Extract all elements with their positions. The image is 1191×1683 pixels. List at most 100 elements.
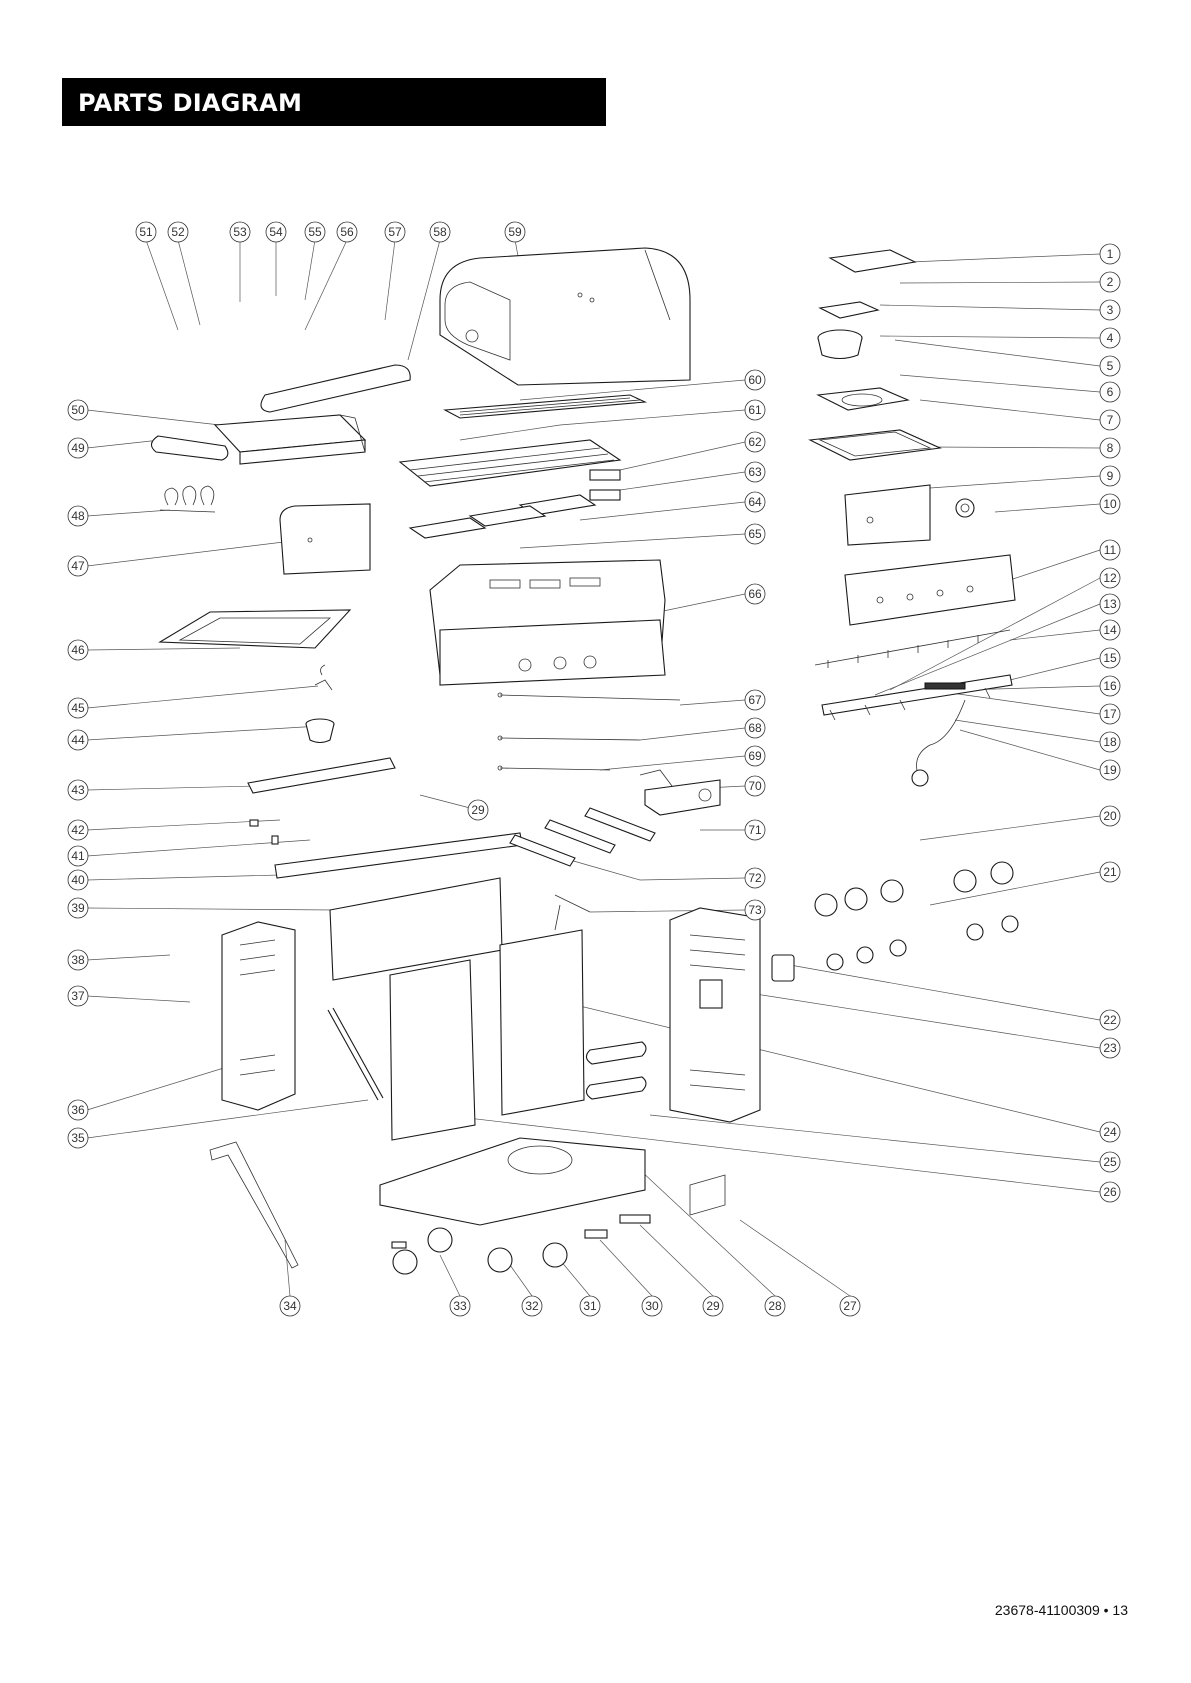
- callout-label: 43: [71, 783, 85, 797]
- callout-label: 25: [1103, 1155, 1117, 1169]
- callout-label: 56: [340, 225, 354, 239]
- callout-label: 53: [233, 225, 247, 239]
- callout-label: 7: [1107, 413, 1114, 427]
- callout-label: 22: [1103, 1013, 1117, 1027]
- callout-label: 39: [71, 901, 85, 915]
- callout-label: 5: [1107, 359, 1114, 373]
- callout-label: 20: [1103, 809, 1117, 823]
- bracket-small-41: [272, 836, 278, 844]
- grease-tray: [160, 610, 350, 648]
- callout-label: 16: [1103, 679, 1117, 693]
- control-knob-bezels: [815, 862, 1013, 916]
- callout-label: 66: [748, 587, 762, 601]
- callout-label: 13: [1103, 597, 1117, 611]
- callout-label: 57: [388, 225, 402, 239]
- callout-label: 40: [71, 873, 85, 887]
- callout-label: 65: [748, 527, 762, 541]
- callout-label: 6: [1107, 385, 1114, 399]
- rear-burner: [645, 780, 720, 815]
- callout-label: 54: [269, 225, 283, 239]
- firebox: [430, 560, 665, 685]
- cabinet-bottom-shelf: [380, 1138, 645, 1225]
- callout-label: 52: [171, 225, 185, 239]
- callout-label: 44: [71, 733, 85, 747]
- callout-label: 29: [706, 1299, 720, 1313]
- cabinet-door-right: [500, 930, 584, 1115]
- heat-plate-63: [590, 490, 620, 500]
- callout-label: 29: [471, 803, 485, 817]
- callout-label: 35: [71, 1131, 85, 1145]
- side-shelf-left: [215, 415, 365, 464]
- side-burner-head: [818, 330, 862, 359]
- callout-label: 15: [1103, 651, 1117, 665]
- callout-label: 64: [748, 495, 762, 509]
- control-panel-main: [845, 555, 1015, 625]
- callout-label: 2: [1107, 275, 1114, 289]
- callout-label: 51: [139, 225, 153, 239]
- callout-label: 68: [748, 721, 762, 735]
- callout-label: 26: [1103, 1185, 1117, 1199]
- callout-label: 14: [1103, 623, 1117, 637]
- callout-label: 55: [308, 225, 322, 239]
- callout-label: 4: [1107, 331, 1114, 345]
- grill-hood: [440, 248, 690, 385]
- callout-label: 46: [71, 643, 85, 657]
- flame-tamers: [410, 495, 595, 538]
- casters: [392, 1228, 567, 1274]
- side-burner-lid: [830, 250, 915, 272]
- callout-label: 8: [1107, 441, 1114, 455]
- callout-label: 59: [508, 225, 522, 239]
- callout-label: 72: [748, 871, 762, 885]
- callout-label: 42: [71, 823, 85, 837]
- callout-label: 30: [645, 1299, 659, 1313]
- callout-label: 36: [71, 1103, 85, 1117]
- side-burner-handle: [151, 436, 227, 460]
- callout-label: 11: [1104, 543, 1117, 557]
- document-number: 23678-41100309 • 13: [908, 1602, 1128, 1618]
- callout-label: 49: [71, 441, 85, 455]
- grease-cup: [306, 719, 334, 743]
- callout-label: 10: [1103, 497, 1117, 511]
- electrode-wires: [498, 693, 680, 770]
- callout-label: 23: [1103, 1041, 1117, 1055]
- callout-label: 60: [748, 373, 762, 387]
- callout-label: 17: [1103, 707, 1117, 721]
- callout-label: 27: [843, 1299, 857, 1313]
- callout-label: 73: [748, 903, 762, 917]
- cabinet-side-left: [222, 922, 295, 1110]
- callout-label: 61: [748, 403, 762, 417]
- main-burner-tubes: [510, 808, 655, 866]
- callout-label: 37: [71, 989, 85, 1003]
- caster-spacers: [585, 1215, 650, 1238]
- callout-label: 48: [71, 509, 85, 523]
- callout-label: 38: [71, 953, 85, 967]
- crossover-tube: [555, 895, 590, 930]
- callout-label: 28: [768, 1299, 782, 1313]
- callout-label: 58: [433, 225, 447, 239]
- bracket-small-42: [250, 820, 258, 826]
- side-control-panel: [845, 485, 930, 545]
- bottom-brace: [210, 1142, 298, 1268]
- callout-label: 69: [748, 749, 762, 763]
- callout-label: 50: [71, 403, 85, 417]
- callout-label: 34: [283, 1299, 297, 1313]
- callout-label: 33: [453, 1299, 467, 1313]
- tool-hooks: [160, 486, 215, 512]
- igniter-module: [956, 499, 974, 517]
- valve-springs: [815, 630, 1010, 668]
- side-burner-bowl: [818, 388, 908, 410]
- callout-label: 41: [71, 849, 85, 863]
- rear-frame-panel: [248, 758, 395, 793]
- regulator-hose: [912, 700, 965, 786]
- angle-brackets: [690, 1175, 725, 1215]
- callout-label: 1: [1107, 247, 1114, 261]
- callout-label: 62: [748, 435, 762, 449]
- hood-handle: [261, 365, 410, 412]
- igniter-bezel: [772, 955, 794, 981]
- callout-label: 19: [1103, 763, 1117, 777]
- callout-label: 45: [71, 701, 85, 715]
- callout-label: 21: [1103, 865, 1117, 879]
- front-frame-panel: [275, 833, 522, 878]
- callout-label: 71: [748, 823, 762, 837]
